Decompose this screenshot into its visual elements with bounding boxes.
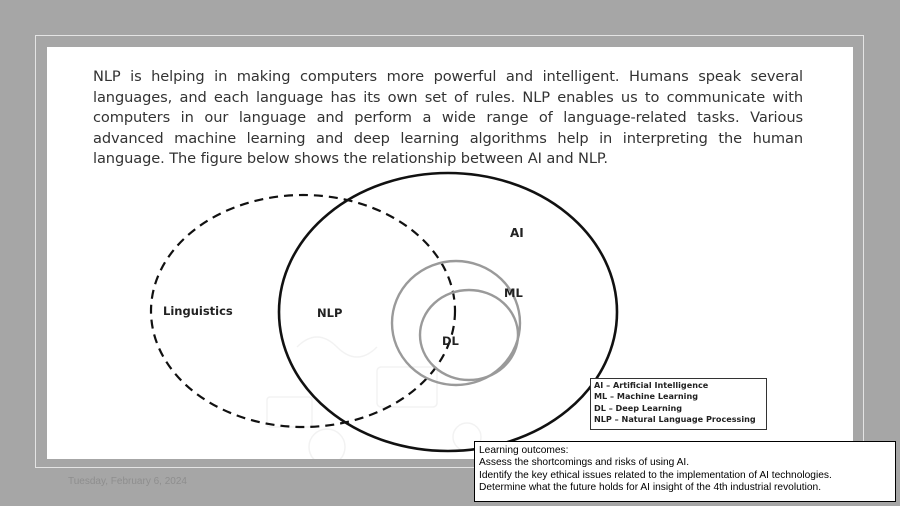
background-watermark (266, 336, 482, 459)
ai-label: AI (510, 226, 524, 240)
learning-outcomes-heading: Learning outcomes: (479, 445, 569, 456)
dl-ellipse (418, 288, 520, 382)
ml-ellipse (390, 259, 522, 387)
linguistics-label: Linguistics (163, 304, 233, 318)
legend-ai: AI – Artificial Intelligence (594, 380, 709, 390)
legend-dl: DL – Deep Learning (594, 402, 683, 413)
diagram-legend: AI – Artificial Intelligence ML – Machin… (590, 378, 767, 430)
nlp-label: NLP (317, 306, 342, 320)
slide-content: NLP is helping in making computers more … (47, 47, 853, 459)
learning-outcome-item: Assess the shortcomings and risks of usi… (479, 457, 690, 469)
ai-nlp-venn-diagram: Linguistics NLP AI ML DL (149, 171, 619, 459)
ai-ellipse (277, 171, 619, 453)
ml-label: ML (504, 286, 523, 300)
legend-ml: ML – Machine Learning (594, 391, 699, 402)
learning-outcome-item: Identify the key ethical issues related … (479, 469, 832, 481)
legend-nlp: NLP – Natural Language Processing (594, 413, 756, 424)
intro-paragraph: NLP is helping in making computers more … (93, 68, 803, 167)
learning-outcome-item: Determine what the future holds for AI i… (479, 482, 822, 494)
slide-date: Tuesday, February 6, 2024 (68, 476, 187, 487)
learning-outcomes-box: Learning outcomes: Assess the shortcomin… (474, 441, 896, 502)
slide-frame (35, 35, 864, 468)
dl-label: DL (442, 334, 460, 348)
linguistics-ellipse (149, 193, 457, 429)
